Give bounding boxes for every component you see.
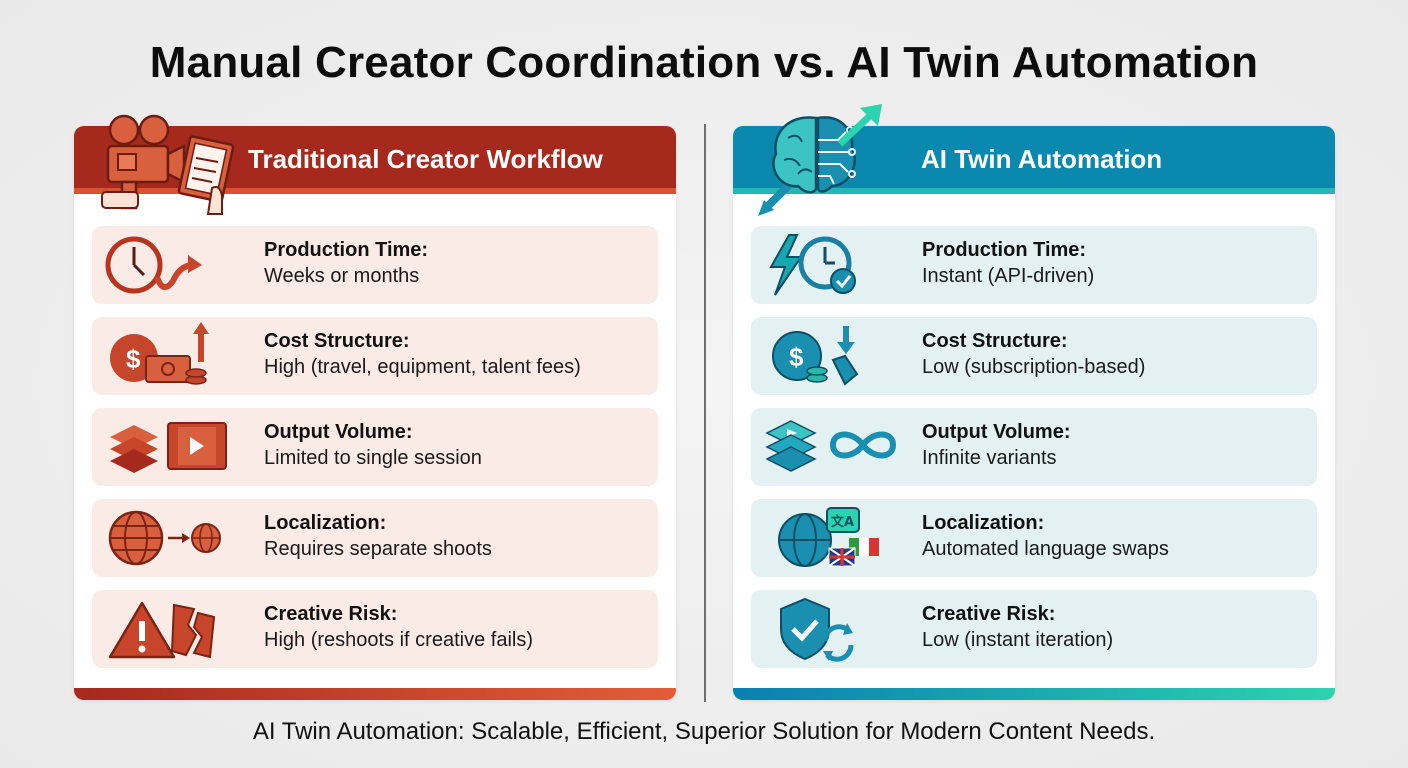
ai-row-creative-risk: Creative Risk: Low (instant iteration) <box>751 590 1317 668</box>
traditional-panel-footer-bar <box>74 688 676 700</box>
film-camera-clipboard-icon <box>101 114 235 215</box>
row-label: Production Time: <box>922 239 1087 261</box>
ai-row-production-time: Production Time: Instant (API-driven) <box>751 226 1317 304</box>
ai-row-output-volume: Output Volume: Infinite variants <box>751 408 1317 486</box>
row-label: Output Volume: <box>922 421 1071 443</box>
row-label: Creative Risk: <box>922 603 1056 625</box>
traditional-row-cost-structure: $ Cost Structure: High (travel, equipmen… <box>92 317 658 395</box>
traditional-row-output-volume: Output Volume: Limited to single session <box>92 408 658 486</box>
row-value: Automated language swaps <box>922 538 1169 560</box>
row-value: Low (subscription-based) <box>922 356 1146 378</box>
row-value: Weeks or months <box>264 265 420 287</box>
clock-detour-icon <box>105 236 202 294</box>
ai-panel: AI Twin Automation Production Time: Inst… <box>733 126 1335 700</box>
traditional-row-creative-risk: Creative Risk: High (reshoots if creativ… <box>92 590 658 668</box>
svg-text:$: $ <box>126 344 141 374</box>
row-label: Output Volume: <box>264 421 413 443</box>
warning-broken-film-icon <box>108 601 216 659</box>
page-title: Manual Creator Coordination vs. AI Twin … <box>149 38 1259 87</box>
lightning-clock-check-icon <box>769 234 856 296</box>
traditional-row-production-time: Production Time: Weeks or months <box>92 226 658 304</box>
row-label: Cost Structure: <box>922 330 1068 352</box>
row-value: Requires separate shoots <box>264 538 492 560</box>
ai-row-localization: 文A Localization: Automated language swap… <box>751 499 1317 577</box>
brain-circuit-arrow-icon <box>758 104 882 216</box>
row-value: Infinite variants <box>922 447 1057 469</box>
row-value: Instant (API-driven) <box>922 265 1095 287</box>
row-label: Localization: <box>922 512 1045 534</box>
layers-infinity-icon <box>765 420 897 472</box>
row-value: High (reshoots if creative fails) <box>264 629 533 651</box>
ai-panel-title: AI Twin Automation <box>921 144 1163 174</box>
svg-text:$: $ <box>789 342 804 372</box>
globe-to-globe-icon <box>108 510 221 566</box>
row-label: Cost Structure: <box>264 330 410 352</box>
money-rising-icon: $ <box>110 322 209 385</box>
traditional-panel: Traditional Creator Workflow Production … <box>74 126 676 700</box>
traditional-panel-title: Traditional Creator Workflow <box>248 144 603 174</box>
layers-film-icon <box>110 422 227 473</box>
svg-text:文A: 文A <box>831 514 854 530</box>
globe-translate-flags-icon: 文A <box>778 507 879 567</box>
row-label: Production Time: <box>264 239 429 261</box>
ai-panel-footer-bar <box>733 688 1335 700</box>
row-label: Creative Risk: <box>264 603 398 625</box>
shield-check-refresh-icon <box>780 597 854 662</box>
tagline: AI Twin Automation: Scalable, Efficient,… <box>252 718 1156 745</box>
money-price-down-icon: $ <box>772 326 859 386</box>
row-label: Localization: <box>264 512 387 534</box>
ai-row-cost-structure: $ Cost Structure: Low (subscription-base… <box>751 317 1317 395</box>
center-divider <box>704 124 706 702</box>
traditional-panel-header: Traditional Creator Workflow <box>74 126 676 194</box>
row-value: Limited to single session <box>264 447 482 469</box>
traditional-row-localization: Localization: Requires separate shoots <box>92 499 658 577</box>
row-value: High (travel, equipment, talent fees) <box>264 356 581 378</box>
row-value: Low (instant iteration) <box>922 629 1114 651</box>
